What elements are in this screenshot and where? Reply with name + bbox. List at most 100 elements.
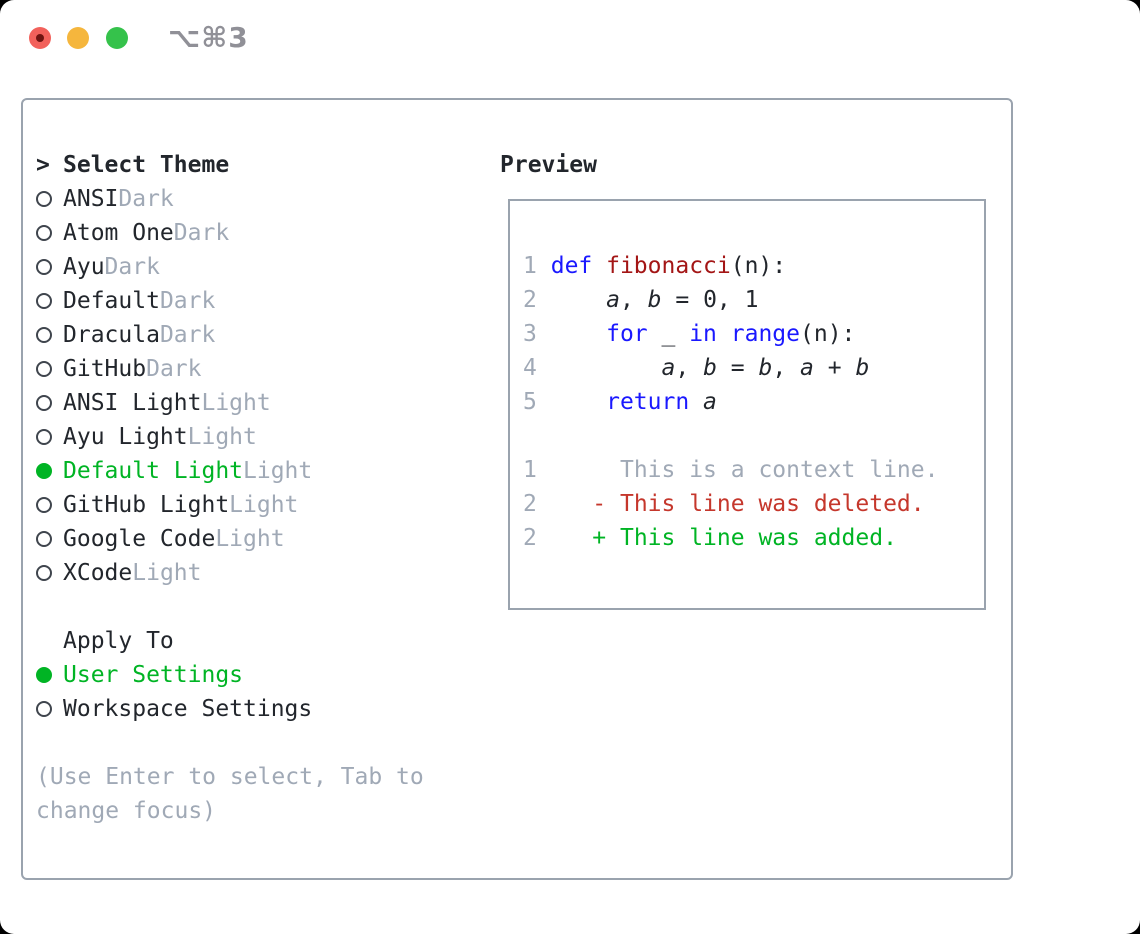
code-line: 5 return a xyxy=(523,385,978,419)
theme-option[interactable]: ANSI Dark xyxy=(36,182,486,216)
code-token: + xyxy=(813,355,856,381)
apply-to-option[interactable]: Workspace Settings xyxy=(36,692,486,726)
radio-marker xyxy=(36,565,63,581)
code-token: b xyxy=(855,355,870,381)
radio-selected-icon xyxy=(36,463,52,479)
code-token xyxy=(537,253,551,279)
radio-icon xyxy=(36,565,52,581)
code-token: b xyxy=(647,287,662,313)
diff-marker: + xyxy=(592,525,607,551)
theme-name: GitHub Light xyxy=(63,492,230,518)
theme-option[interactable]: GitHub Dark xyxy=(36,352,486,386)
code-token xyxy=(537,389,551,415)
theme-name: ANSI Light xyxy=(63,390,202,416)
diff-gap xyxy=(537,525,592,551)
theme-option[interactable]: Ayu Light Light xyxy=(36,420,486,454)
radio-icon xyxy=(36,225,52,241)
apply-to-header: Apply To xyxy=(36,624,486,658)
diff-gap xyxy=(606,525,620,551)
theme-variant: Light xyxy=(229,492,299,518)
radio-marker xyxy=(36,225,63,241)
prompt-icon: > xyxy=(36,152,50,178)
diff-line-context: 1 This is a context line. xyxy=(523,453,978,487)
radio-marker xyxy=(36,463,63,479)
theme-picker-header: > Select Theme xyxy=(36,148,486,182)
code-token: return xyxy=(606,389,704,415)
diff-gap xyxy=(537,491,592,517)
option-label: User Settings xyxy=(63,662,244,688)
code-line: 1 def fibonacci(n): xyxy=(523,249,978,283)
preview-title: Preview xyxy=(500,152,597,178)
radio-marker xyxy=(36,259,63,275)
code-token: b xyxy=(758,355,773,381)
diff-gap xyxy=(606,491,620,517)
diff-gap xyxy=(606,457,620,483)
theme-name: Ayu Light xyxy=(63,424,188,450)
radio-marker xyxy=(36,701,63,717)
theme-name: Google Code xyxy=(63,526,216,552)
zoom-button[interactable] xyxy=(106,27,128,49)
theme-name: ANSI xyxy=(63,186,119,212)
radio-marker xyxy=(36,327,63,343)
theme-option[interactable]: Atom One Dark xyxy=(36,216,486,250)
theme-option[interactable]: Default Dark xyxy=(36,284,486,318)
code-line: 4 a, b = b, a + b xyxy=(523,351,978,385)
theme-option[interactable]: Dracula Dark xyxy=(36,318,486,352)
apply-to-title: Apply To xyxy=(63,628,174,654)
theme-option[interactable]: Google Code Light xyxy=(36,522,486,556)
theme-option[interactable]: ANSI Light Light xyxy=(36,386,486,420)
radio-icon xyxy=(36,361,52,377)
close-button[interactable] xyxy=(29,27,51,49)
blank-line xyxy=(523,419,978,453)
theme-name: Atom One xyxy=(63,220,174,246)
line-number: 4 xyxy=(523,355,537,381)
code-token: fibonacci xyxy=(606,253,731,279)
code-token: b xyxy=(703,355,717,381)
code-token: a xyxy=(606,287,620,313)
theme-name: GitHub xyxy=(63,356,147,382)
theme-name: Default Light xyxy=(63,458,244,484)
code-token xyxy=(537,287,551,313)
theme-name: Default xyxy=(63,288,160,314)
minimize-button[interactable] xyxy=(67,27,89,49)
theme-name: Ayu xyxy=(63,254,105,280)
spacer xyxy=(36,726,486,760)
code-token xyxy=(551,321,606,347)
theme-variant: Dark xyxy=(173,220,230,246)
line-number: 5 xyxy=(523,389,537,415)
code-token: , xyxy=(772,355,801,381)
radio-icon xyxy=(36,395,52,411)
diff-line-added: 2 + This line was added. xyxy=(523,521,978,555)
code-token xyxy=(537,355,551,381)
code-token: for xyxy=(606,321,648,347)
line-number: 2 xyxy=(523,491,537,517)
diff-gap xyxy=(537,457,592,483)
radio-icon xyxy=(36,497,52,513)
theme-option[interactable]: GitHub Light Light xyxy=(36,488,486,522)
theme-variant: Dark xyxy=(118,186,174,212)
code-token: (n): xyxy=(800,321,856,347)
line-number: 1 xyxy=(523,253,537,279)
theme-variant: Light xyxy=(215,526,285,552)
theme-option[interactable]: XCode Light xyxy=(36,556,486,590)
line-number: 2 xyxy=(523,525,537,551)
code-token xyxy=(717,321,731,347)
code-token: in xyxy=(689,321,717,347)
radio-marker xyxy=(36,395,63,411)
apply-to-option[interactable]: User Settings xyxy=(36,658,486,692)
radio-icon xyxy=(36,327,52,343)
theme-option[interactable]: Ayu Dark xyxy=(36,250,486,284)
help-text: (Use Enter to select, Tab to change focu… xyxy=(36,764,424,824)
diff-text: This line was added. xyxy=(619,525,897,551)
theme-option[interactable]: Default Light Light xyxy=(36,454,486,488)
radio-icon xyxy=(36,531,52,547)
code-line: 3 for _ in range(n): xyxy=(523,317,978,351)
radio-marker xyxy=(36,191,63,207)
radio-marker xyxy=(36,667,63,683)
line-number: 1 xyxy=(523,457,537,483)
radio-icon xyxy=(36,191,52,207)
option-label: Workspace Settings xyxy=(63,696,313,722)
